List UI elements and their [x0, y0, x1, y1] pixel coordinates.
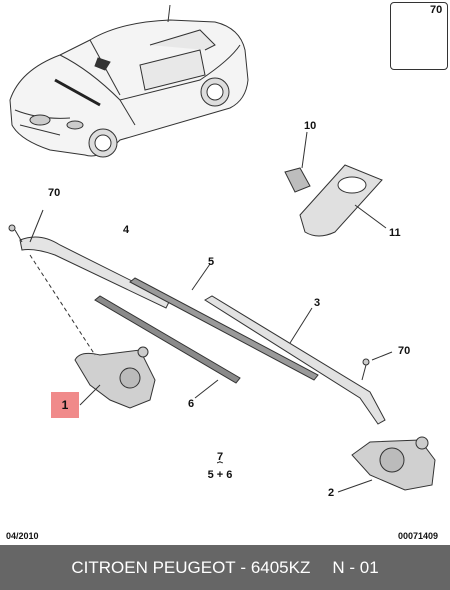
callout-70-nut: 70 [430, 4, 443, 16]
kit-number: 7 [216, 451, 224, 463]
kit-brace: ⏞ [217, 461, 223, 471]
callout-10: 10 [304, 120, 317, 132]
diagram-date: 04/2010 [6, 531, 39, 541]
rain-sensor-icon [284, 131, 311, 193]
diagram-reference: 00071409 [398, 531, 439, 541]
title-sheet: N - 01 [332, 557, 379, 577]
kit-components: 5 + 6 [207, 469, 233, 481]
title-bar: CITROEN PEUGEOT - 6405KZ N - 01 [0, 545, 450, 590]
callout-70-right: 70 [398, 345, 411, 357]
callout-70-left: 70 [48, 187, 61, 199]
kit-composition: 7 ⏞ 5 + 6 [198, 451, 242, 481]
callout-3: 3 [314, 297, 321, 309]
nut-reference-box [390, 2, 448, 70]
car-icon [9, 4, 249, 158]
title-part-number: 6405KZ [250, 557, 311, 577]
callout-4: 4 [123, 224, 130, 236]
callout-2: 2 [328, 487, 335, 499]
callout-1-highlight: 1 [51, 392, 79, 418]
callout-5: 5 [208, 256, 215, 268]
wiper-blade-left-icon [94, 295, 241, 399]
title-separator: - [235, 557, 251, 577]
wiper-linkage-icon [8, 209, 171, 309]
wiper-blade-icon [129, 263, 319, 381]
callout-6: 6 [188, 398, 195, 410]
exploded-parts-diagram [8, 4, 437, 493]
title-brand: CITROEN PEUGEOT [71, 557, 236, 577]
wiper-arm-icon [204, 295, 386, 425]
callout-11: 11 [389, 227, 401, 239]
wiper-motor-icon [29, 254, 156, 409]
motor-linkage-assembly-icon [337, 351, 436, 493]
sensor-bracket-icon [299, 164, 387, 237]
